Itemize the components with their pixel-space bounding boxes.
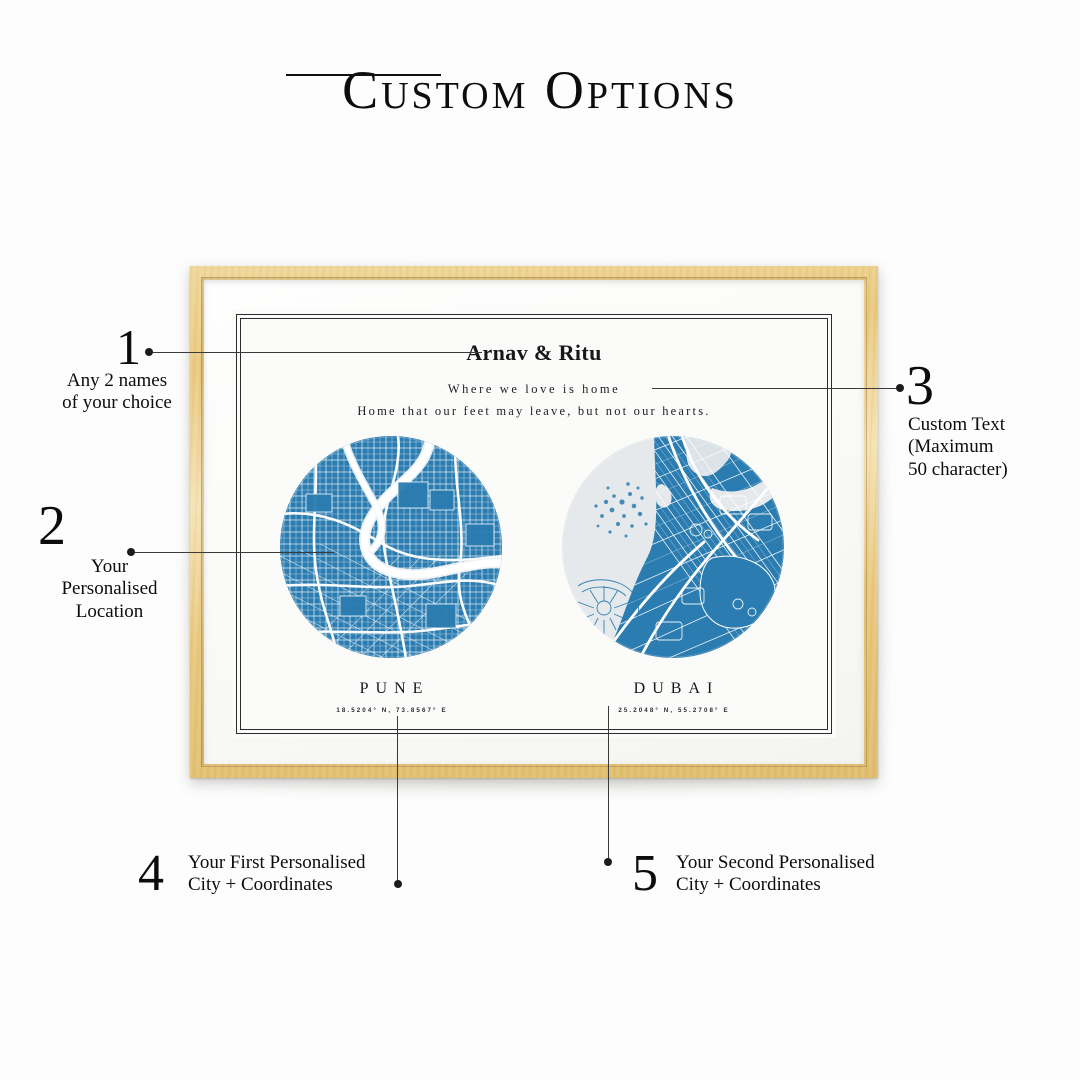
leader-line-2 [134,552,334,554]
title-underline-rule [286,74,441,76]
leader-dot-1 [145,348,153,356]
city-block-left: PUNE 18.5204° N, 73.8567° E [268,436,514,714]
leader-dot-2 [127,548,135,556]
callout-label-2: Your Personalised Location [22,556,197,623]
leader-line-5 [608,706,610,862]
poster-tagline-line2: Home that our feet may leave, but not ou… [357,404,711,418]
callout-2-line-3: Location [75,600,144,622]
callout-number-1: 1 [116,319,141,375]
callout-2-line-2: Personalised [61,578,158,600]
poster-tagline-line1: Where we love is home [447,382,621,396]
leader-dot-4 [394,880,402,888]
city-coords-right: 25.2048° N, 55.2708° E [618,707,730,714]
callout-5-line-1: Your Second Personalised [676,852,875,873]
city-coords-left: 18.5204° N, 73.8567° E [336,707,448,714]
callout-4-line-2: City + Coordinates [188,874,333,896]
leader-line-4 [397,716,399,886]
callout-label-5: Your Second Personalised City + Coordina… [676,852,956,897]
callout-label-3: Custom Text (Maximum 50 character) [908,414,1080,481]
callout-5-line-2: City + Coordinates [676,874,821,896]
poster-names-text: Arnav & Ritu [466,340,602,365]
leader-line-3 [652,388,900,390]
frame-mat: Arnav & Ritu Where we love is home Home … [204,280,864,764]
picture-frame: Arnav & Ritu Where we love is home Home … [190,266,878,778]
map-circle-right [562,436,784,658]
page-title: Custom Options [342,60,738,120]
callout-number-2: 2 [38,495,66,557]
callout-3-line-3: 50 character) [908,458,1008,480]
callout-label-4: Your First Personalised City + Coordinat… [188,852,450,897]
city-name-right: DUBAI [633,680,720,697]
city-name-left: PUNE [359,680,430,697]
leader-dot-5 [604,858,612,866]
callout-label-1: Any 2 names of your choice [22,370,212,415]
callout-1-line-2: of your choice [62,392,172,414]
map-circle-left [280,436,502,658]
leader-dot-3 [896,384,904,392]
dubai-map-graphic [562,436,784,658]
callout-3-line-2: (Maximum [908,436,994,458]
pune-map-graphic [280,436,502,658]
callout-3-line-1: Custom Text [908,414,1006,435]
callout-1-line-1: Any 2 names [66,370,168,391]
heading-block: Custom Options [0,62,1080,119]
callout-number-3: 3 [906,355,934,417]
callout-2-line-1: Your [90,556,129,577]
poster-artwork: Arnav & Ritu Where we love is home Home … [232,310,836,738]
callout-4-line-1: Your First Personalised [188,852,366,873]
leader-line-1 [152,352,482,354]
callout-number-5: 5 [632,845,658,902]
city-block-right: DUBAI 25.2048° N, 55.2708° E [550,436,796,714]
callout-number-4: 4 [138,845,164,902]
